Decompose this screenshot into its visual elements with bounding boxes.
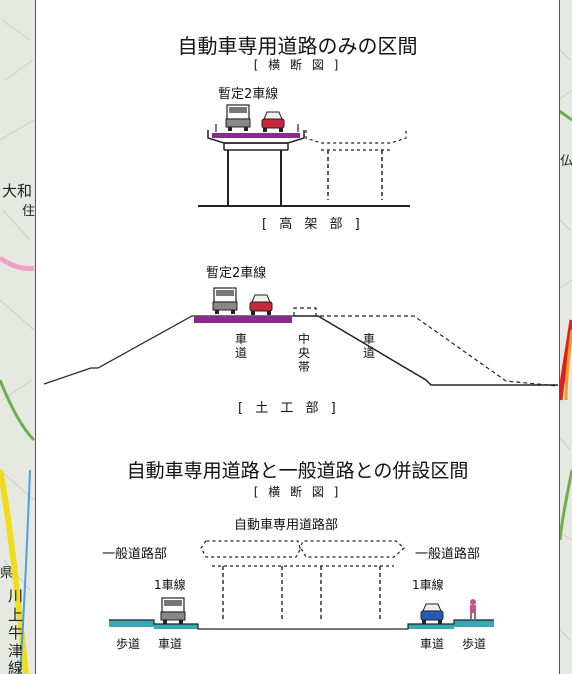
car-icon: [249, 294, 273, 316]
section1-subtitle: [ 横 断 図 ]: [253, 58, 342, 72]
section1-title: 自動車専用道路のみの区間: [177, 34, 418, 58]
map-label-fragment-right: 仏: [560, 154, 572, 169]
section3-road-right: 車道: [420, 637, 445, 651]
section1-lanes-label: 暫定2車線: [218, 87, 279, 102]
section3-general-right-label: 一般道路部: [415, 547, 481, 562]
section3-subtitle: [ 横 断 図 ]: [253, 485, 342, 499]
pedestrian-icon: [470, 599, 476, 619]
truck-icon: [225, 104, 251, 132]
sidewalk-left: [109, 620, 154, 627]
parallel-road-diagram: [109, 540, 494, 630]
sidewalk-right: [454, 620, 494, 627]
truck-icon: [212, 287, 238, 315]
section2-lane-left-label: 車道: [234, 332, 247, 360]
section3-general-left-label: 一般道路部: [102, 547, 168, 562]
cross-section-panel: 自動車専用道路のみの区間 [ 横 断 図 ] 暫定2車線 [ 高 架 部 ] 暫…: [35, 0, 560, 674]
section1-part-label: [ 高 架 部 ]: [262, 217, 364, 232]
map-label-ushi: 牛: [8, 624, 24, 642]
truck-icon: [160, 597, 186, 625]
map-label-kawa: 川: [8, 587, 24, 605]
section2-lane-right-label: 車道: [362, 332, 375, 360]
section3-one-lane-right: 1車線: [412, 578, 444, 592]
map-label-ken: 県: [0, 566, 14, 581]
section3-sidewalk-left: 歩道: [116, 637, 141, 651]
section2-part-label: [ 土 工 部 ]: [238, 401, 340, 416]
section2-median-label: 中央帯: [297, 332, 310, 374]
cross-section-drawings: [43, 104, 559, 630]
viaduct-pavement: [212, 133, 300, 138]
embankment-pavement: [194, 316, 292, 323]
section3-expressway-label: 自動車専用道路部: [234, 518, 339, 533]
section3-title: 自動車専用道路と一般道路との併設区間: [126, 460, 469, 482]
road-left: [154, 624, 198, 629]
map-label-yamato: 大和: [2, 182, 33, 200]
embankment-diagram: [43, 287, 559, 387]
car-icon: [420, 603, 444, 625]
map-label-tsu: 津: [8, 642, 24, 660]
section3-road-left: 車道: [158, 637, 183, 651]
map-label-sen: 線: [8, 659, 24, 674]
section3-one-lane-left: 1車線: [154, 578, 186, 592]
map-label-ue: 上: [8, 606, 24, 624]
road-right: [408, 624, 454, 629]
viaduct-diagram: [198, 104, 410, 207]
car-icon: [261, 111, 285, 133]
section3-sidewalk-right: 歩道: [462, 637, 487, 651]
section2-lanes-label: 暫定2車線: [206, 266, 267, 281]
map-label-fragment-left: 住: [22, 204, 36, 219]
